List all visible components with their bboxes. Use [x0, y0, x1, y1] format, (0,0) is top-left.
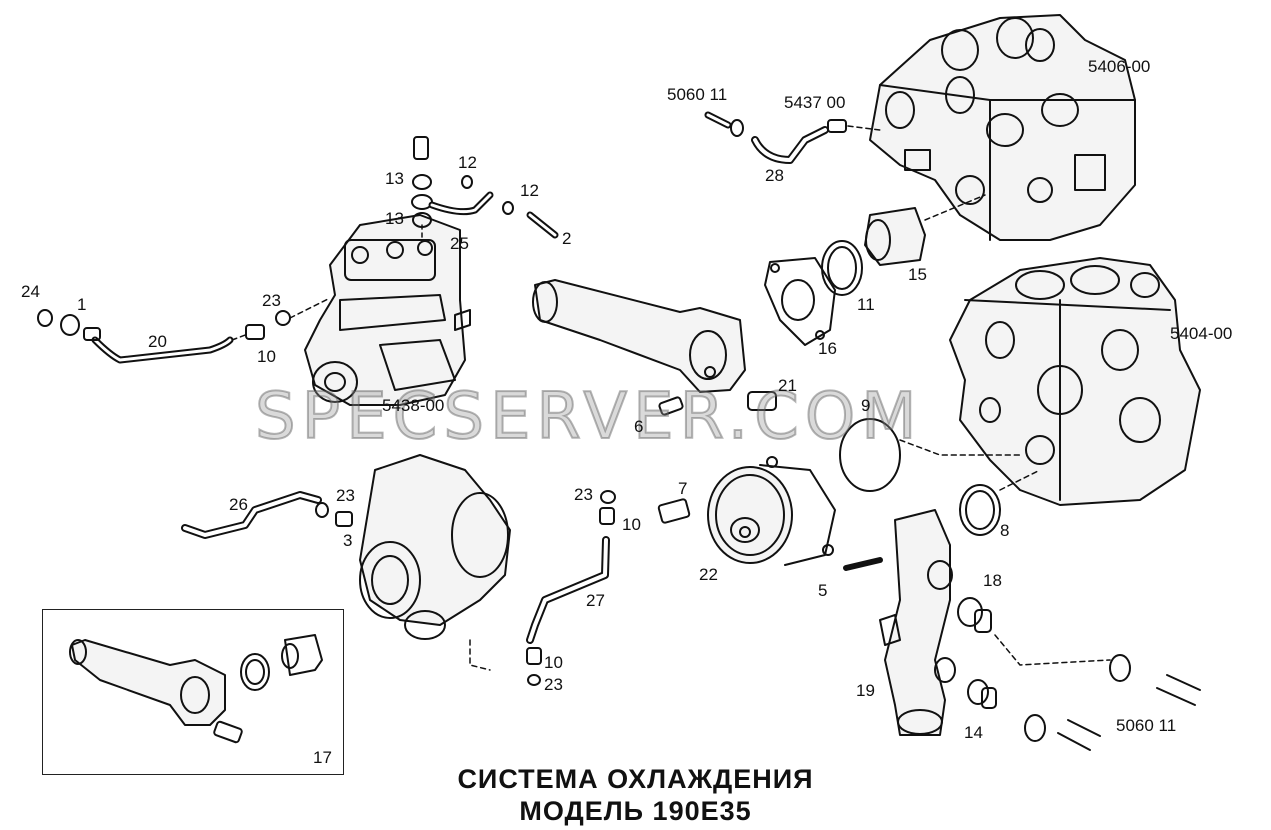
pipe-20-assembly: [37, 297, 331, 364]
pipe-28-assembly: [704, 111, 881, 164]
label-1: 1: [77, 295, 87, 314]
label-23-d: 23: [544, 675, 563, 694]
pipe-25-assembly: [411, 136, 559, 241]
label-3: 3: [343, 531, 353, 550]
label-24: 24: [21, 282, 40, 301]
label-8: 8: [1000, 521, 1010, 540]
title-line-1: СИСТЕМА ОХЛАЖДЕНИЯ: [457, 764, 814, 794]
crankcase-block: [949, 257, 1201, 506]
thermostat-group: [532, 194, 986, 416]
label-10-b: 10: [622, 515, 641, 534]
label-7: 7: [678, 479, 688, 498]
label-9: 9: [861, 396, 871, 415]
label-5060-11-top: 5060 11: [667, 85, 728, 104]
label-18: 18: [983, 571, 1002, 590]
turbo-group: [181, 454, 616, 686]
title-line-2: МОДЕЛЬ 190E35: [519, 796, 752, 826]
watermark: SPECSERVER.COM: [254, 379, 923, 455]
label-26: 26: [229, 495, 248, 514]
label-12-b: 12: [520, 181, 539, 200]
inset-frame-17: [42, 609, 344, 775]
label-19: 19: [856, 681, 875, 700]
label-13-a: 13: [385, 169, 404, 188]
label-5060-11-bottom: 5060 11: [1116, 716, 1177, 735]
label-13-b: 13: [385, 209, 404, 228]
label-23-c: 23: [574, 485, 593, 504]
water-pump-group: [657, 418, 1041, 571]
label-11: 11: [857, 295, 875, 314]
label-23-a: 23: [262, 291, 281, 310]
label-10-c: 10: [544, 653, 563, 672]
label-2: 2: [562, 229, 572, 248]
cylinder-head-block: [869, 14, 1136, 241]
label-21: 21: [778, 376, 797, 395]
label-5438-00: 5438-00: [382, 396, 445, 415]
label-6: 6: [634, 417, 644, 436]
label-25: 25: [450, 234, 469, 253]
label-16: 16: [818, 339, 837, 358]
label-5: 5: [818, 581, 828, 600]
label-5406-00: 5406-00: [1088, 57, 1151, 76]
label-17: 17: [313, 748, 332, 767]
label-15: 15: [908, 265, 927, 284]
label-12-a: 12: [458, 153, 477, 172]
label-27: 27: [586, 591, 605, 610]
label-20: 20: [148, 332, 167, 351]
label-23-b: 23: [336, 486, 355, 505]
water-outlet-group: [879, 509, 1201, 751]
label-5437-00: 5437 00: [784, 93, 846, 112]
air-compressor: [304, 214, 471, 406]
label-5404-00: 5404-00: [1170, 324, 1233, 343]
label-10-a: 10: [257, 347, 276, 366]
inset-17-drawing: [69, 634, 323, 744]
label-28: 28: [765, 166, 784, 185]
label-22: 22: [699, 565, 718, 584]
label-14: 14: [964, 723, 983, 742]
